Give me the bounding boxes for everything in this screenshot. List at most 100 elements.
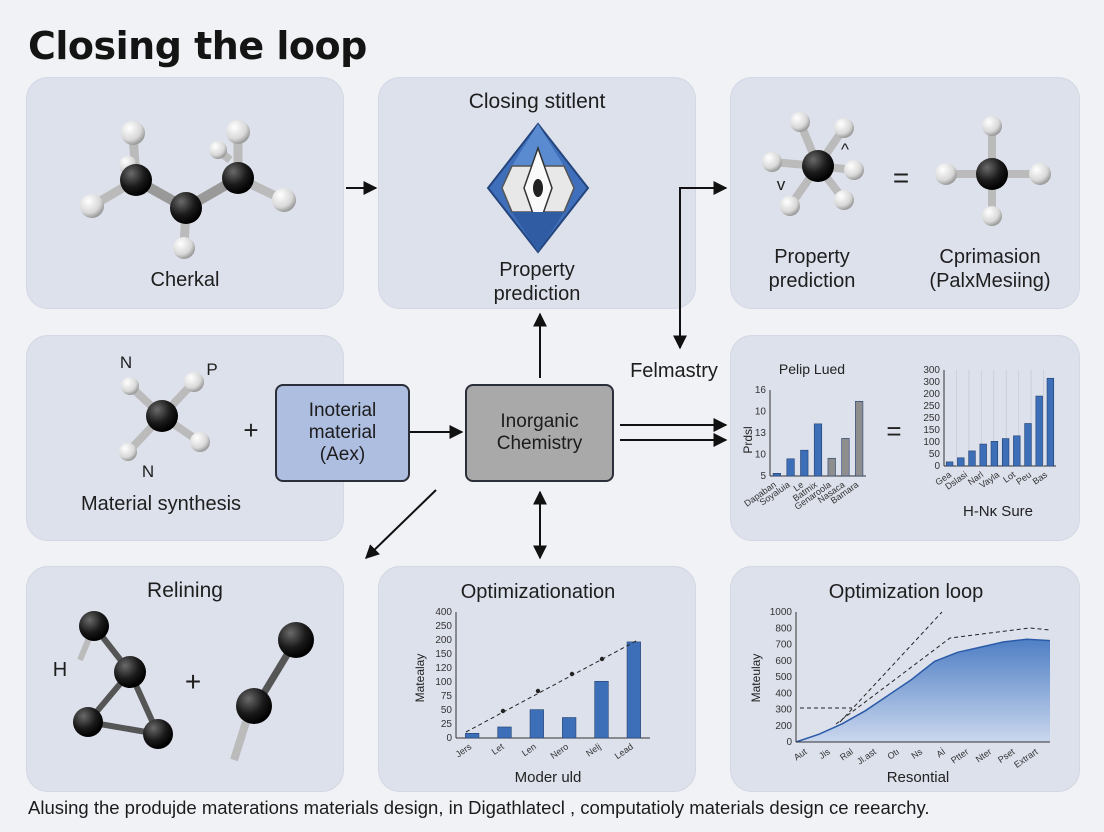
area-fill [796, 639, 1050, 742]
trend-point [599, 656, 605, 662]
y-tick-label: 400 [435, 607, 452, 618]
y-tick-label: 100 [435, 677, 452, 688]
inoterial-line-3: (Aex) [319, 444, 366, 465]
y-tick-label: 13 [755, 428, 767, 439]
panel-optimization-chart [378, 566, 696, 792]
panel-property-comparison [730, 77, 1080, 309]
y-tick-label: 16 [755, 385, 767, 396]
bar [1024, 423, 1032, 467]
bar [626, 641, 641, 739]
x-tick-label: Extrart [1012, 746, 1040, 770]
bar [465, 732, 480, 739]
y-tick-label: 0 [934, 461, 940, 472]
chart-title: Optimizationation [461, 581, 616, 603]
center-top-label-1: Property [499, 259, 575, 281]
y-tick-label: 25 [441, 719, 453, 730]
y-axis-label: Mateulay [749, 654, 763, 703]
bar [1001, 438, 1010, 467]
panel-refining [26, 566, 344, 792]
x-tick-label: Aİ [935, 746, 948, 759]
y-tick-label: 120 [435, 663, 452, 674]
atom-label-h: H [52, 659, 68, 681]
x-tick-label: Nter [974, 746, 994, 764]
bar [979, 443, 987, 467]
atom-label-n2: N [141, 462, 155, 481]
y-tick-label: 300 [775, 705, 792, 716]
x-tick-label: Aut [792, 746, 809, 762]
trend-point [569, 671, 575, 677]
x-tick-label: Le [791, 479, 805, 493]
symbol-caret: ^ [841, 140, 849, 159]
y-tick-label: 0 [786, 737, 792, 748]
right-top-left-label-1: Property [774, 246, 850, 268]
y-tick-label: 400 [775, 688, 792, 699]
molecule-synthesis [119, 372, 210, 461]
y-tick-label: 200 [923, 389, 940, 400]
molecule-refining-ring [73, 611, 173, 749]
y-tick-label: 700 [775, 640, 792, 651]
y-tick-label: 800 [775, 623, 792, 634]
y-tick-label: 10 [755, 450, 767, 461]
x-tick-label: Ptter [949, 746, 970, 765]
bar [529, 709, 544, 739]
x-tick-label: Let [490, 741, 506, 757]
bar [497, 726, 512, 739]
right-top-equals: = [892, 162, 910, 193]
y-tick-label: 10 [755, 407, 767, 418]
crystal-icon [486, 122, 590, 254]
bar [1046, 377, 1055, 467]
bar [968, 450, 976, 467]
y-axis-label: Prdsl [741, 426, 755, 453]
chart-title: H-Nĸ Sure [963, 503, 1033, 520]
flow-arrows [346, 181, 728, 560]
symbol-v: v [776, 175, 786, 194]
x-tick-label: Nero [549, 741, 571, 760]
x-tick-label: Lead [613, 741, 635, 761]
y-tick-label: 50 [441, 705, 453, 716]
inorganic-chemistry-box: Inorganic Chemistry [465, 384, 614, 482]
x-tick-label: Jl.ast [855, 746, 878, 767]
synthesis-plus: + [243, 415, 259, 445]
x-tick-label: Ral [838, 746, 855, 762]
y-axis-label: Matealay [413, 654, 427, 703]
bar [813, 423, 823, 477]
x-tick-label: Jis [817, 746, 832, 761]
center-top-title: Closing stitlent [468, 90, 606, 113]
chemical-label: Cherkal [150, 269, 220, 291]
y-tick-label: 150 [435, 649, 452, 660]
charts-equals: = [886, 416, 901, 446]
right-top-right-label-1: Cprimasion [939, 246, 1041, 268]
trend-point [500, 708, 506, 714]
bar [772, 473, 781, 477]
y-tick-label: 150 [923, 425, 940, 436]
bar [594, 680, 609, 739]
series-line [795, 638, 1051, 743]
x-tick-label: Otı [885, 746, 901, 761]
y-tick-label: 500 [775, 672, 792, 683]
y-tick-label: 5 [760, 471, 766, 482]
bar [827, 457, 836, 477]
y-tick-label: 600 [775, 656, 792, 667]
center-top-label-2: prediction [493, 283, 581, 305]
bar [945, 461, 954, 467]
refining-label: Relining [147, 579, 223, 602]
right-top-right-label-2: (PalxMesiing) [929, 270, 1051, 292]
y-tick-label: 50 [929, 449, 941, 460]
x-tick-label: Ns [909, 746, 924, 761]
bar [841, 438, 850, 477]
panel-bar-charts [730, 335, 1080, 541]
molecule-star [762, 112, 864, 216]
bar [1013, 435, 1021, 467]
bar [990, 441, 999, 467]
y-tick-label: 200 [775, 721, 792, 732]
atom-label-n1: N [119, 353, 133, 372]
x-axis-label: Moder uld [515, 769, 582, 786]
molecule-methane [935, 116, 1051, 226]
inorganic-line-2: Chemistry [496, 433, 583, 454]
refining-plus: + [184, 666, 202, 697]
y-tick-label: 300 [923, 377, 940, 388]
page-title: Closing the loop [28, 24, 367, 68]
inoterial-line-1: Inoterial [308, 400, 377, 421]
